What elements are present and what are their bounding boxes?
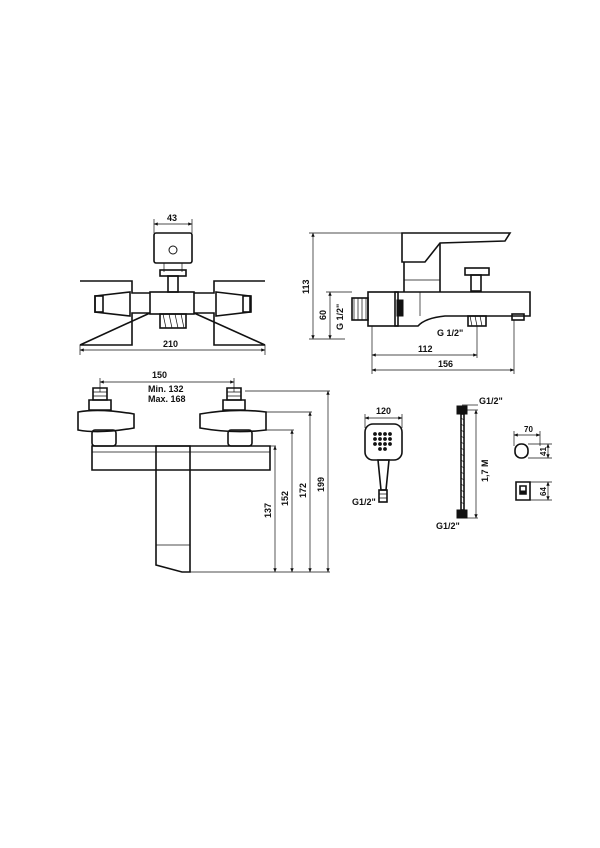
dim-64: 64 (539, 487, 548, 496)
mixer-body-top (149, 291, 195, 315)
side-lever (401, 232, 512, 263)
front-handle (155, 445, 191, 573)
dim-60: 60 (318, 310, 328, 320)
lever-top (153, 232, 193, 264)
dim-150: 150 (152, 370, 167, 380)
thread-g12-outlet: G 1/2" (437, 328, 463, 338)
hose-length: 1,7 M (480, 459, 490, 482)
left-escutcheon (79, 280, 151, 346)
side-diverter-knob (464, 267, 490, 276)
dim-120: 120 (376, 406, 391, 416)
dim-210: 210 (163, 339, 178, 349)
outlet-thread (159, 313, 187, 329)
hose-thread-bottom: G1/2" (436, 521, 460, 531)
shower-hose: G1/2" 1,7 M G1/2" (436, 396, 503, 531)
front-left-escutcheon (77, 409, 135, 433)
dim-min-132: Min. 132 (148, 384, 184, 394)
lever-hole (168, 245, 178, 255)
hose-thread-top: G1/2" (479, 396, 503, 406)
side-spout (394, 291, 531, 327)
shower-thread: G1/2" (352, 497, 376, 507)
front-view: 150 Min. 132 Max. 168 137 152 172 199 (77, 370, 330, 573)
hand-shower: 120 G1/2" (352, 406, 403, 507)
holder-side (514, 443, 529, 459)
dim-156: 156 (438, 359, 453, 369)
dim-41: 41 (539, 447, 548, 456)
right-escutcheon (193, 280, 266, 346)
dim-113: 113 (301, 279, 311, 294)
side-view: 113 60 G 1/2" G 1/2" 112 156 (301, 232, 531, 374)
dim-172: 172 (298, 483, 308, 498)
shower-handle (377, 459, 390, 491)
top-view: 43 210 (79, 213, 266, 355)
thread-g12-side: G 1/2" (335, 304, 345, 330)
dim-43: 43 (167, 213, 177, 223)
wall-holder: 70 41 64 (513, 425, 552, 501)
front-body (91, 445, 271, 471)
diverter-stem (167, 275, 179, 293)
dim-152: 152 (280, 491, 290, 506)
shower-head (364, 423, 403, 461)
dim-137: 137 (263, 503, 273, 518)
dim-199: 199 (316, 477, 326, 492)
front-right-escutcheon (199, 409, 267, 433)
dim-70: 70 (524, 425, 533, 434)
side-connector (367, 291, 399, 327)
dim-max-168: Max. 168 (148, 394, 186, 404)
dim-112: 112 (418, 344, 433, 354)
